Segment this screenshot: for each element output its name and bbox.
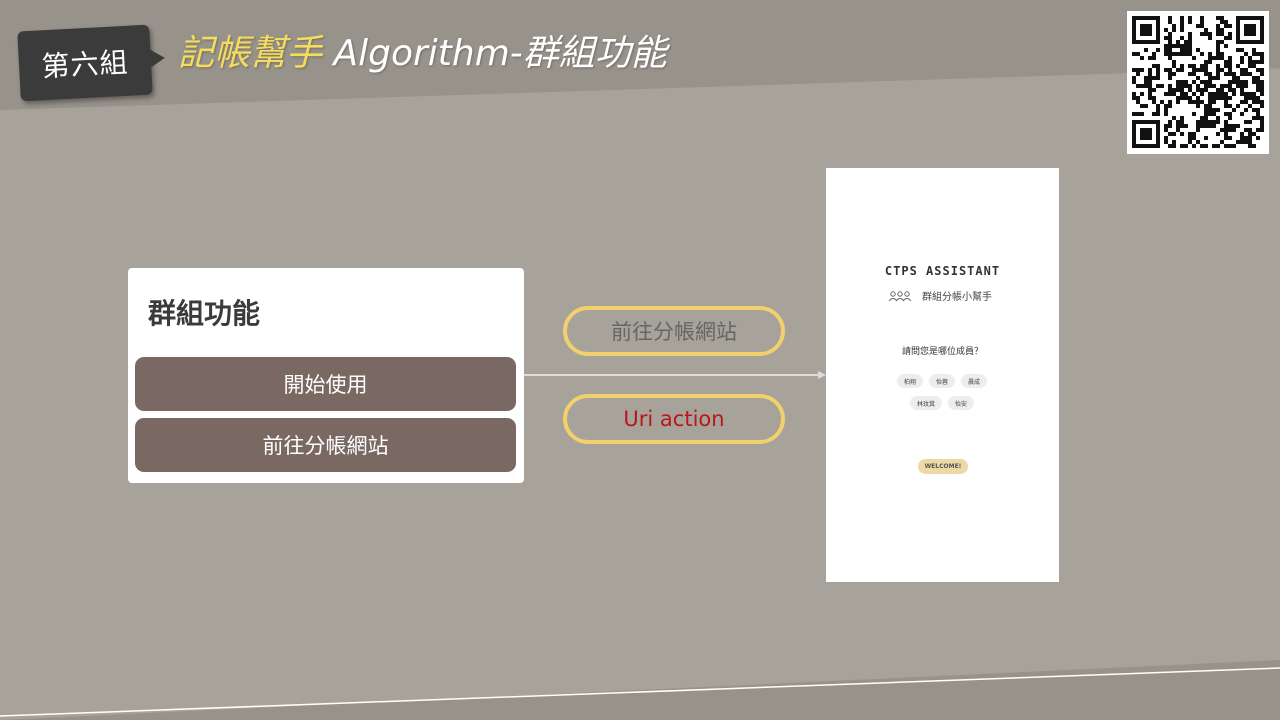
title-highlight: 記帳幫手 <box>178 33 323 74</box>
member-chip[interactable]: 怡蓉 <box>929 374 956 388</box>
menu-card-title: 群組功能 <box>148 297 261 330</box>
member-chip[interactable]: 柏翔 <box>897 374 924 388</box>
label-text-pill: 前往分帳網站 <box>563 306 785 356</box>
group-label: 第六組 <box>17 24 153 102</box>
people-icon <box>888 290 912 301</box>
title-rest: Algorithm-群組功能 <box>322 33 667 74</box>
member-chip[interactable]: 林玟萁 <box>910 396 943 410</box>
member-question: 請問您是哪位成員？ <box>901 347 983 357</box>
subtitle-text: 群組分帳小幫手 <box>922 292 992 303</box>
slide-title: 記帳幫手 Algorithm-群組功能 <box>178 24 667 76</box>
group-menu-card: 群組功能 開始使用 前往分帳網站 <box>128 268 524 483</box>
start-button[interactable]: 開始使用 <box>135 357 516 411</box>
subtitle-row: 群組分帳小幫手 <box>888 288 992 303</box>
footer-band <box>0 660 1280 720</box>
go-split-website-button[interactable]: 前往分帳網站 <box>135 418 516 472</box>
welcome-button[interactable]: WELCOME! <box>918 459 968 474</box>
member-chip[interactable]: 怡安 <box>948 396 975 410</box>
brand-title: CTPS ASSISTANT <box>884 264 1001 278</box>
qr-code <box>1127 11 1269 154</box>
member-chip[interactable]: 晨成 <box>961 374 988 388</box>
liff-screen-preview: CTPS ASSISTANT 群組分帳小幫手 請問您是哪位成員？ 柏翔 怡蓉 晨… <box>826 168 1059 582</box>
uri-action-pill: Uri action <box>563 394 785 444</box>
